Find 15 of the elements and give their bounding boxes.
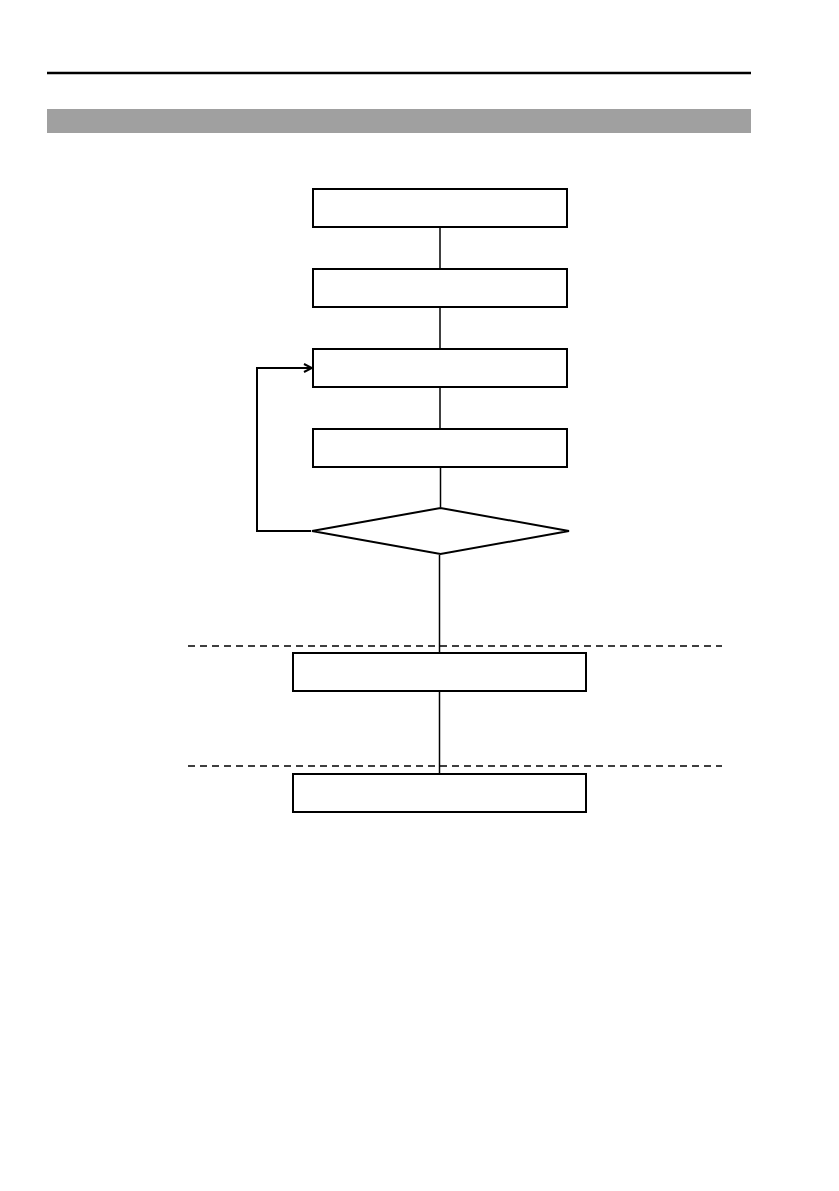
connector-line [438,691,441,774]
process-box [312,268,568,308]
decision-diamond [311,507,570,555]
connector-line [439,467,442,508]
arrow [256,363,313,532]
connector-line [439,227,441,269]
section-bar [47,109,751,133]
process-box [292,652,587,692]
process-box [312,188,568,228]
process-box [312,348,568,388]
process-box [312,428,568,468]
connector-line [438,554,441,653]
connector-line [439,387,441,429]
connector-line [439,307,441,349]
process-box [292,773,587,813]
